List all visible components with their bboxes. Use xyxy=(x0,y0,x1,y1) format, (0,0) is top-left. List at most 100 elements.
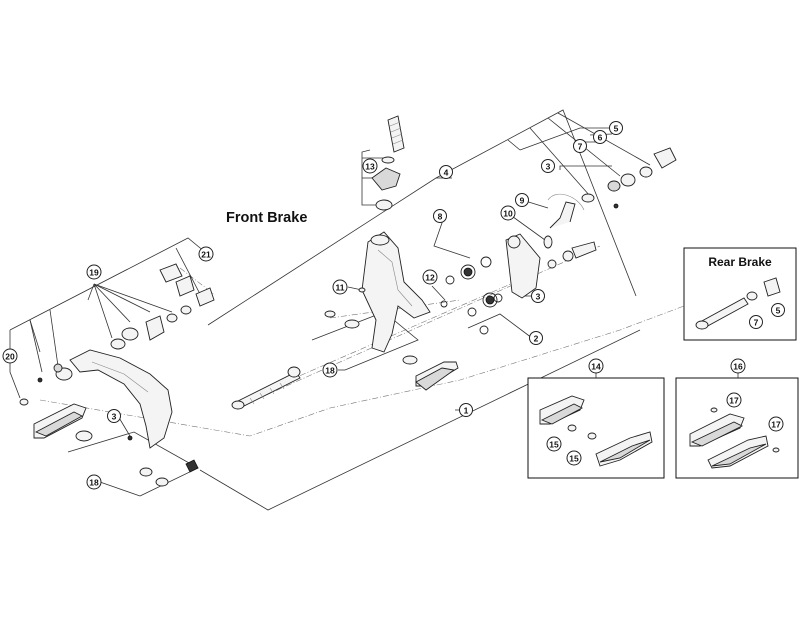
callout-bubble xyxy=(107,409,121,423)
callout-c19: 19 xyxy=(86,264,102,280)
rear-brake-box xyxy=(683,247,797,341)
callout-c10: 10 xyxy=(500,205,516,221)
callout-c15a: 15 xyxy=(546,436,562,452)
callout-label: 9 xyxy=(520,196,525,206)
callout-bubble xyxy=(515,193,529,207)
cable-adjuster-parts xyxy=(371,115,405,211)
callout-label: 15 xyxy=(549,440,559,450)
callout-bubble xyxy=(531,289,545,303)
callout-c3c: 3 xyxy=(107,409,121,423)
right-arm-parts xyxy=(505,193,597,299)
callout-bubble xyxy=(588,358,604,374)
callout-c18a: 18 xyxy=(322,362,338,378)
callout-label: 11 xyxy=(336,283,345,293)
callout-c2: 2 xyxy=(529,331,543,345)
callout-label: 3 xyxy=(546,162,551,172)
callout-bubble xyxy=(609,121,623,135)
callout-bubble xyxy=(362,158,378,174)
callout-label: 18 xyxy=(89,478,99,488)
callout-bubble xyxy=(433,209,447,223)
callout-label: 4 xyxy=(444,168,449,178)
callout-label: 2 xyxy=(534,334,539,344)
callout-bubble xyxy=(726,392,742,408)
callout-label: 6 xyxy=(598,133,603,143)
callout-c12: 12 xyxy=(422,269,438,285)
callout-label: 12 xyxy=(425,273,435,283)
callout-c21: 21 xyxy=(198,246,214,262)
callout-bubble xyxy=(768,416,784,432)
callout-c17a: 17 xyxy=(726,392,742,408)
callout-label: 17 xyxy=(729,396,739,406)
leader-lines xyxy=(9,109,651,511)
callout-layer: 1233345567789101112131415151617171818192… xyxy=(2,121,785,490)
callout-bubble xyxy=(730,358,746,374)
cartridge-box-14 xyxy=(527,372,665,479)
callout-c4: 4 xyxy=(439,165,453,179)
pivot-washers xyxy=(324,287,418,365)
callout-c13: 13 xyxy=(362,158,378,174)
callout-c7: 7 xyxy=(573,139,587,153)
callout-label: 7 xyxy=(754,318,759,328)
callout-label: 8 xyxy=(438,212,443,222)
callout-c18b: 18 xyxy=(86,474,102,490)
callout-bubble xyxy=(771,303,785,317)
callout-bubble xyxy=(566,450,582,466)
callout-c17b: 17 xyxy=(768,416,784,432)
front-arm-part xyxy=(361,231,431,353)
callout-bubble xyxy=(573,139,587,153)
callout-label: 17 xyxy=(771,420,781,430)
callout-c3b: 3 xyxy=(531,289,545,303)
callout-label: 18 xyxy=(325,366,335,376)
callout-c5r: 5 xyxy=(771,303,785,317)
callout-label: 5 xyxy=(776,306,781,316)
callout-bubble xyxy=(541,159,555,173)
callout-bubble xyxy=(529,331,543,345)
callout-label: 3 xyxy=(536,292,541,302)
callout-c8: 8 xyxy=(433,209,447,223)
callout-bubble xyxy=(322,362,338,378)
callout-c6: 6 xyxy=(593,130,607,144)
callout-bubble xyxy=(86,474,102,490)
callout-c7r: 7 xyxy=(749,315,763,329)
callout-c9: 9 xyxy=(515,193,529,207)
callout-c3a: 3 xyxy=(541,159,555,173)
callout-bubble xyxy=(459,403,473,417)
callout-c15b: 15 xyxy=(566,450,582,466)
callout-label: 19 xyxy=(89,268,99,278)
callout-c20: 20 xyxy=(2,348,18,364)
callout-c5: 5 xyxy=(609,121,623,135)
left-stack xyxy=(110,263,215,350)
callout-label: 16 xyxy=(733,362,743,372)
callout-bubble xyxy=(500,205,516,221)
callout-c16: 16 xyxy=(730,358,746,374)
callout-c1: 1 xyxy=(459,403,473,417)
callout-bubble xyxy=(198,246,214,262)
callout-bubble xyxy=(422,269,438,285)
callout-bubble xyxy=(86,264,102,280)
left-caliper-arm xyxy=(53,349,173,449)
callout-bubble xyxy=(2,348,18,364)
callout-label: 21 xyxy=(201,250,211,260)
callout-bubble xyxy=(439,165,453,179)
callout-label: 20 xyxy=(5,352,15,362)
callout-label: 1 xyxy=(464,406,469,416)
callout-label: 14 xyxy=(591,362,601,372)
callout-bubble xyxy=(749,315,763,329)
callout-label: 5 xyxy=(614,124,619,134)
left-brake-shoe xyxy=(19,377,199,487)
callout-c14: 14 xyxy=(588,358,604,374)
front-brake-heading: Front Brake xyxy=(226,210,307,226)
front-brake-shoe xyxy=(415,361,459,391)
callout-label: 13 xyxy=(365,162,375,172)
rear-brake-heading: Rear Brake xyxy=(708,255,772,269)
callout-label: 3 xyxy=(112,412,117,422)
callout-c11: 11 xyxy=(332,279,348,295)
long-bolt-part xyxy=(231,366,301,410)
callout-bubble xyxy=(546,436,562,452)
upper-right-stack xyxy=(581,147,677,209)
callout-bubble xyxy=(593,130,607,144)
callout-bubble xyxy=(332,279,348,295)
callout-label: 7 xyxy=(578,142,583,152)
callout-label: 15 xyxy=(569,454,579,464)
